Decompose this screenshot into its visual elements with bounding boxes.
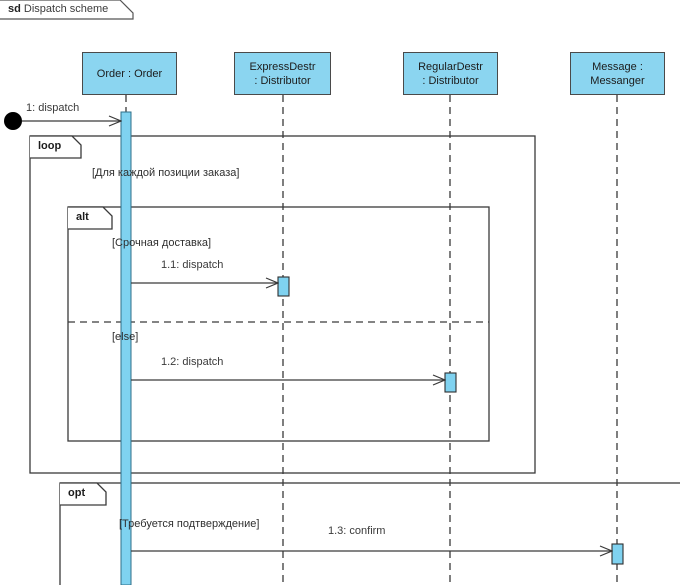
lifeline-head-messenger[interactable]: Message : Messanger [570, 52, 665, 95]
fragment-keyword-loop[interactable]: loop [33, 139, 65, 154]
lifeline-head-order[interactable]: Order : Order [82, 52, 177, 95]
lifeline-label-regulardestr-line1: RegularDestr [418, 60, 483, 73]
lifeline-label-expressdestr-line1: ExpressDestr [249, 60, 316, 73]
lifeline-head-expressdestr[interactable]: ExpressDestr : Distributor [234, 52, 331, 95]
found-message-start-icon [4, 112, 22, 130]
activation-regulardestr [444, 372, 457, 393]
activation-order [120, 111, 132, 585]
lifeline-label-order-line1: Order : Order [96, 67, 163, 80]
fragment-guard-alt-else: [else] [112, 331, 139, 343]
diagram-frame-tab-shape [0, 0, 134, 20]
message-label-1-3: 1.3: confirm [328, 525, 386, 537]
message-label-1-1: 1.1: dispatch [161, 259, 224, 271]
activation-expressdestr [277, 276, 290, 297]
lifeline-head-regulardestr[interactable]: RegularDestr : Distributor [403, 52, 498, 95]
diagram-title: sd Dispatch scheme [0, 0, 130, 19]
fragment-keyword-opt[interactable]: opt [63, 486, 89, 501]
diagram-keyword: sd [8, 3, 21, 15]
lifeline-label-expressdestr-line2: : Distributor [254, 74, 311, 87]
activation-bars [120, 111, 624, 585]
fragment-guard-alt: [Срочная доставка] [112, 237, 212, 249]
message-arrows [22, 121, 612, 551]
activation-messenger [611, 543, 624, 565]
fragment-keyword-alt[interactable]: alt [71, 210, 92, 225]
fragment-guard-loop: [Для каждой позиции заказа] [92, 167, 240, 179]
diagram-name: Dispatch scheme [23, 3, 109, 15]
lifeline-label-messenger-line2: Messanger [590, 74, 645, 87]
lifeline-label-regulardestr-line2: : Distributor [422, 74, 479, 87]
fragment-guard-opt: [Требуется подтверждение] [119, 518, 260, 530]
lifeline-label-messenger-line1: Message : [592, 60, 643, 73]
message-label-1: 1: dispatch [26, 102, 80, 114]
message-label-1-2: 1.2: dispatch [161, 356, 224, 368]
